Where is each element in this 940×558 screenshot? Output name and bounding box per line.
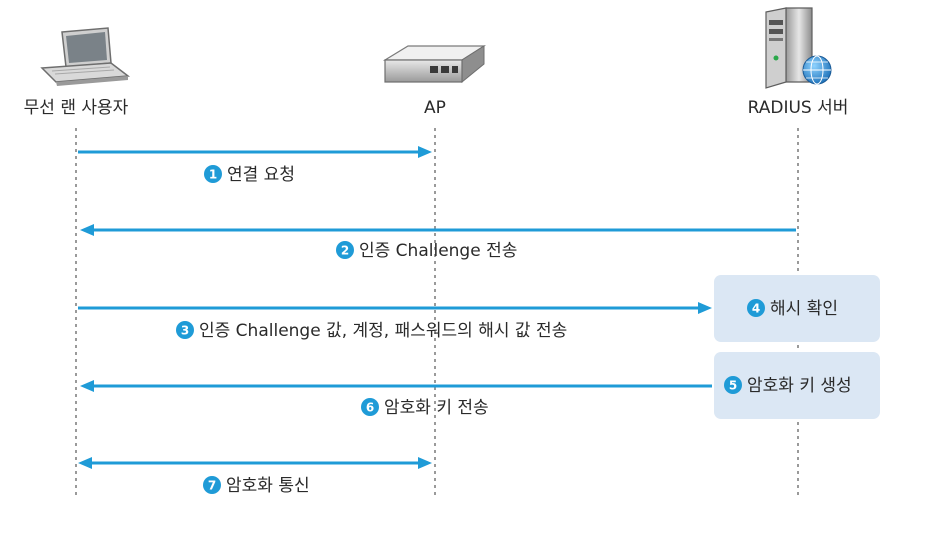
client-label: 무선 랜 사용자 (24, 98, 129, 118)
badge-2: 2 (336, 241, 354, 259)
svg-text:5: 5 (729, 379, 737, 393)
svg-text:1: 1 (209, 168, 217, 182)
svg-text:7: 7 (208, 479, 216, 493)
badge-4: 4 (747, 299, 765, 317)
badge-3: 3 (176, 321, 194, 339)
message-7: 7 암호화 통신 (78, 457, 432, 496)
step-5-box (714, 352, 880, 419)
svg-text:2: 2 (341, 244, 349, 258)
message-6: 6 암호화 키 전송 (80, 380, 712, 418)
step-4: 4 해시 확인 (747, 299, 838, 319)
message-6-label: 암호화 키 전송 (384, 398, 489, 418)
message-3-label: 인증 Challenge 값, 계정, 패스워드의 해시 값 전송 (199, 321, 567, 341)
message-7-label: 암호화 통신 (226, 476, 310, 496)
server-label: RADIUS 서버 (748, 98, 849, 118)
laptop-icon (40, 27, 131, 86)
server-globe-icon (765, 7, 832, 89)
svg-text:6: 6 (366, 401, 374, 415)
message-2: 2 인증 Challenge 전송 (80, 224, 796, 261)
step-5-label: 암호화 키 생성 (747, 376, 852, 396)
badge-5: 5 (724, 376, 742, 394)
message-2-label: 인증 Challenge 전송 (359, 241, 517, 261)
message-1-label: 연결 요청 (227, 165, 295, 185)
message-3: 3 인증 Challenge 값, 계정, 패스워드의 해시 값 전송 (78, 302, 712, 341)
step-4-box (714, 275, 880, 342)
ap-label: AP (424, 98, 446, 118)
svg-text:4: 4 (752, 302, 760, 316)
badge-7: 7 (203, 476, 221, 494)
badge-1: 1 (204, 165, 222, 183)
badge-6: 6 (361, 398, 379, 416)
svg-text:3: 3 (181, 324, 189, 338)
access-point-icon (382, 45, 487, 84)
step-5: 5 암호화 키 생성 (724, 376, 852, 396)
message-1: 1 연결 요청 (78, 146, 432, 185)
step-4-label: 해시 확인 (770, 299, 838, 319)
